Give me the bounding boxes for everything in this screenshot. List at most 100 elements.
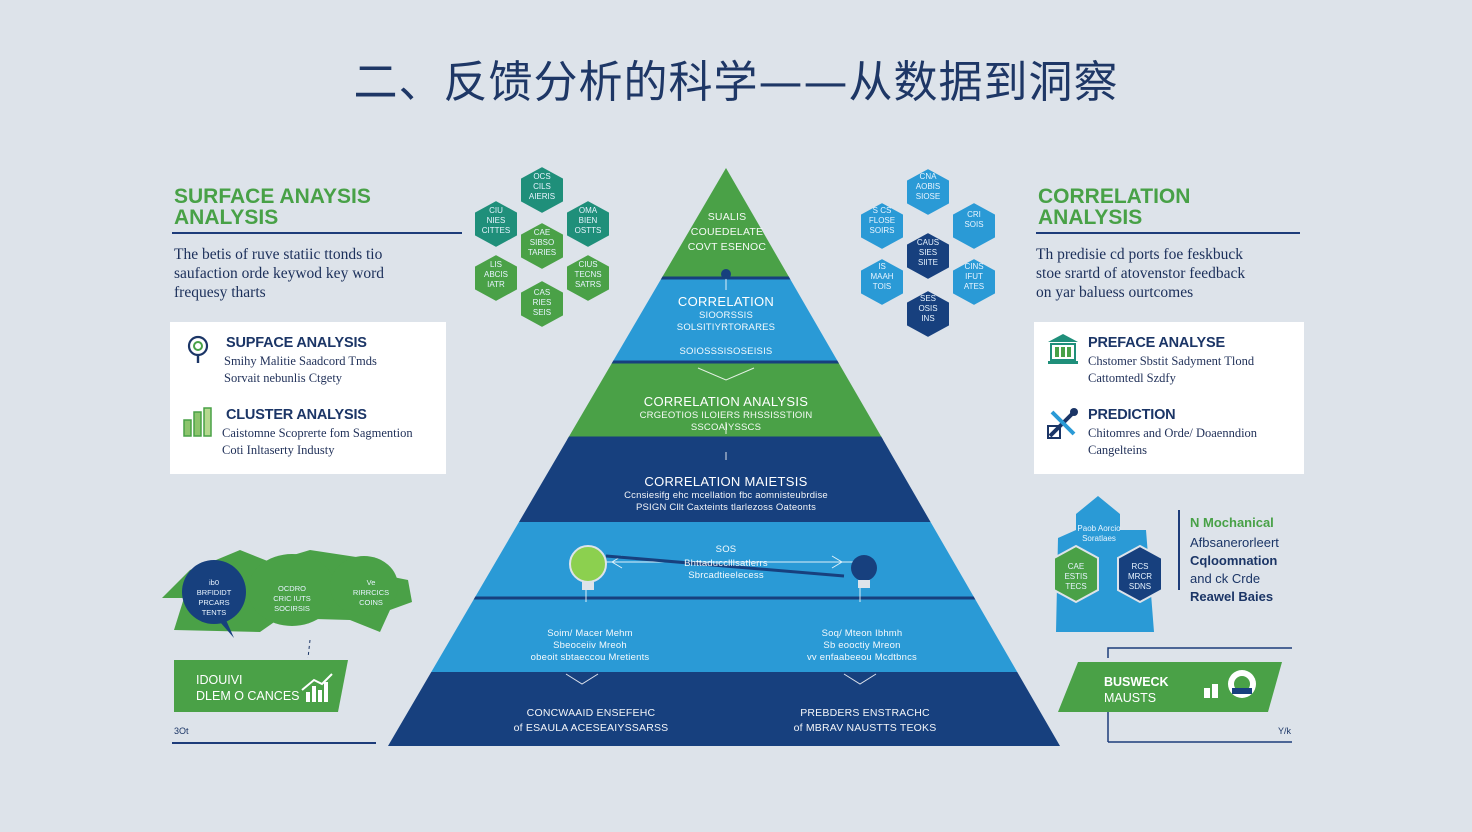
green-cloud-bubble [330, 556, 398, 616]
hex-cell [905, 230, 951, 282]
hex-label: CRI SOIS [964, 210, 984, 229]
mech-title: N Mochanical [1190, 515, 1274, 530]
mech-lines: Afbsanerorleert Cqloomnation and ck Crde… [1190, 534, 1279, 606]
left-card-item [186, 334, 212, 368]
cloud-label-1: ib0 BRFIDIDT PRCARS TENTS [196, 578, 232, 617]
bar-chart-icon [183, 407, 212, 437]
hex-cell [859, 256, 905, 308]
right-card-sub-line: Chitomres and Orde/ Doaenndion [1088, 426, 1258, 440]
tier-6-right: Soq/ Mteon Ibhmh Sb eooctiy Mreon vv enf… [806, 628, 918, 663]
left-desc-line: saufaction orde keywod key word [174, 265, 385, 282]
right-banner-line2: MAUSTS [1104, 691, 1157, 705]
left-card-sub-line: Sorvait nebunlis Ctgety [224, 371, 343, 385]
cloud-label-3: Ve RIRRCICS COINS [352, 578, 390, 607]
tier-4-sub: Ccnsiesifg ehc mcellation fbc aomnisteub… [624, 490, 828, 513]
hex-cell [473, 198, 519, 250]
right-desc-line: Th predisie cd ports foe feskbuck [1036, 246, 1244, 263]
left-heading-line2: ANALYSIS [174, 206, 279, 229]
tier-connector-dot [721, 269, 731, 279]
hex-label: OMA BIEN OSTTS [574, 206, 602, 235]
hex-cell [905, 288, 951, 340]
pyramid-tier-6 [388, 598, 1060, 672]
right-card-sub-line: Cangelteins [1088, 443, 1148, 457]
tier-6-left: Soim/ Macer Mehm Sbeoceiiv Mreoh obeoit … [530, 628, 650, 663]
tools-icon [1047, 408, 1078, 439]
mech-divider [1178, 510, 1180, 590]
green-cloud-bubble [248, 554, 336, 626]
right-desc-line: stoe srartd of atovenstor feedback [1036, 265, 1246, 282]
pyramid-tier-7 [388, 672, 1060, 746]
tier-1-label: SUALIS COUEDELATE COVT ESENOC [687, 211, 767, 253]
hex-cell [951, 200, 997, 252]
left-heading-rule [172, 232, 462, 234]
left-banner-line1: IDOUIVI [196, 673, 243, 687]
navy-bulb-icon [851, 555, 877, 581]
left-card: SUPFACE ANALYSIS Smihy Malitie Saadcord … [170, 322, 446, 474]
bubble-tail [220, 620, 234, 638]
left-footnote: 3Ot [174, 726, 189, 736]
right-description: Th predisie cd ports foe feskbuck stoe s… [1036, 245, 1306, 302]
right-heading-line1: CORRELATION [1038, 185, 1191, 208]
mini-chart-icon [301, 673, 333, 702]
hex-cell [1117, 544, 1163, 604]
hex-cell [519, 220, 565, 272]
tier-7-right: PREBDERS ENSTRACHC of MBRAV NAUSTTS TEOK… [793, 707, 937, 734]
tier-7-left: CONCWAAID ENSEFEHC of ESAULA ACESEAIYSSA… [513, 707, 669, 734]
green-bulb-icon [569, 545, 607, 583]
right-card-item [1046, 332, 1080, 370]
right-card-sub-2: Chitomres and Orde/ Doaenndion Cangeltei… [1088, 425, 1257, 459]
tier-2-heading: CORRELATION [677, 294, 775, 309]
tier-3-sub: CRGEOTIOS ILOIERS RHSSISSTIOIN SSCOAIYSS… [639, 410, 813, 433]
hex-label: OCS CILS AIERIS [528, 172, 556, 201]
right-hex-cluster [859, 166, 997, 340]
page-title: 二、反馈分析的科学——从数据到洞察 [353, 57, 1119, 108]
hex-label: CAS RIES SEIS [532, 288, 552, 317]
hex-cell [905, 166, 951, 218]
right-card-sub-line: Chstomer Sbstit Sadyment Tlond [1088, 354, 1255, 368]
tier-4-heading: CORRELATION MAIETSIS [644, 474, 808, 489]
mech-line: Reawel Baies [1190, 589, 1274, 604]
left-card-sub-line: Smihy Malitie Saadcord Tmds [224, 354, 377, 368]
left-desc-line: frequesy tharts [174, 284, 266, 301]
left-cloud-group [162, 550, 412, 638]
bulb-base [582, 582, 594, 590]
right-card-item [1046, 406, 1080, 444]
tier-5-heading: SOS [715, 544, 737, 555]
left-bottom-rule [172, 742, 376, 744]
hex-label: S CS FLOSE SOIRS [868, 206, 896, 235]
left-heading-line1: SURFACE ANAYSIS [174, 185, 371, 208]
left-banner-text: IDOUIVI DLEM O CANCES [196, 672, 300, 704]
right-house-graphic [1053, 496, 1163, 632]
right-card-sub-1: Chstomer Sbstit Sadyment Tlond Cattomted… [1088, 353, 1254, 387]
hex-cell [1053, 544, 1099, 604]
left-banner-line2: DLEM O CANCES [196, 689, 300, 703]
left-card-sub-1: Smihy Malitie Saadcord Tmds Sorvait nebu… [224, 353, 377, 387]
right-card-title-2: PREDICTION [1088, 407, 1176, 423]
hex-label: CNA AOBIS SIOSE [915, 172, 941, 201]
mech-line: Afbsanerorleert [1190, 535, 1279, 550]
left-hex-cluster [473, 164, 611, 330]
right-card-sub-line: Cattomtedl Szdfy [1088, 371, 1176, 385]
right-desc-line: on yar baluess ourtcomes [1036, 284, 1194, 301]
navy-cloud-bubble [182, 560, 246, 624]
house-hex-label: CAE ESTIS TECS [1064, 562, 1088, 591]
hex-label: CIU NIES CITTES [481, 206, 511, 235]
hex-label: CAE SIBSO TARIES [527, 228, 557, 257]
building-icon [1048, 334, 1078, 364]
left-banner-graphic [174, 640, 348, 712]
right-footnote: Y/k [1278, 726, 1292, 736]
tier-3-heading: CORRELATION ANALYSIS [643, 394, 809, 409]
hex-cell [565, 198, 611, 250]
left-card-title-2: CLUSTER ANALYSIS [226, 407, 367, 423]
mech-line: and ck Crde [1190, 571, 1261, 586]
right-card: PREFACE ANALYSE Chstomer Sbstit Sadyment… [1034, 322, 1304, 474]
right-banner-shape [1058, 662, 1282, 712]
left-card-item [182, 406, 214, 442]
hex-cell [519, 164, 565, 216]
analytics-icon [1204, 670, 1256, 698]
left-card-sub-line: Coti Inltaserty Industy [222, 443, 335, 457]
cloud-label-2: OCDRO CRIC IUTS SOCIRSIS [273, 584, 311, 613]
hex-label: SES OSIS INS [918, 294, 938, 323]
right-heading: CORRELATION ANALYSIS [1038, 186, 1190, 228]
left-banner-shape [174, 660, 348, 712]
